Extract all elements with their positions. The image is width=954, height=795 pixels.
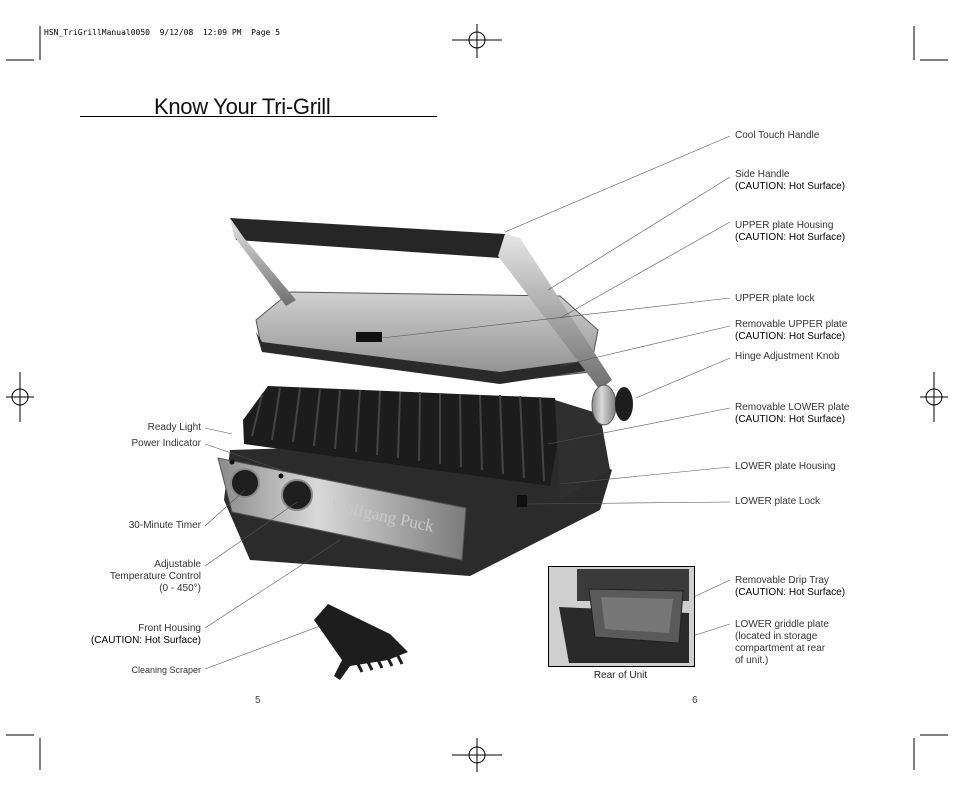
label-text: Front Housing [138, 623, 201, 634]
page-number-left: 5 [255, 695, 261, 706]
power-indicator [278, 473, 284, 479]
label-text: Temperature Control [109, 571, 201, 582]
label-lower-griddle-plate: LOWER griddle plate (located in storage … [735, 619, 829, 667]
label-cleaning-scraper: Cleaning Scraper [131, 664, 201, 676]
leader-lines [204, 135, 731, 670]
page-title: Know Your Tri-Grill [154, 94, 331, 119]
lower-plate-housing [555, 400, 610, 500]
label-ready-light: Ready Light [148, 422, 201, 434]
label-removable-upper-plate: Removable UPPER plate (CAUTION: Hot Surf… [735, 319, 847, 343]
label-caution: (CAUTION: Hot Surface) [735, 232, 846, 243]
label-text: Power Indicator [131, 438, 201, 449]
side-handle-right [498, 234, 612, 390]
label-upper-plate-housing: UPPER plate Housing (CAUTION: Hot Surfac… [735, 220, 845, 244]
label-caution: (CAUTION: Hot Surface) [90, 635, 201, 646]
rear-of-unit-photo [548, 566, 695, 667]
upper-plate [256, 332, 592, 384]
label-upper-plate-lock: UPPER plate lock [735, 293, 814, 305]
side-handle-left [230, 218, 296, 306]
label-removable-drip-tray: Removable Drip Tray (CAUTION: Hot Surfac… [735, 575, 845, 599]
label-text: Side Handle [735, 169, 790, 180]
ready-light [229, 459, 235, 465]
label-30-minute-timer: 30-Minute Timer [129, 520, 201, 532]
title-underline [80, 116, 437, 117]
label-caution: (CAUTION: Hot Surface) [735, 181, 846, 192]
rear-caption: Rear of Unit [593, 670, 648, 681]
label-text: LOWER plate Lock [735, 496, 821, 507]
label-hinge-adjustment-knob: Hinge Adjustment Knob [735, 351, 840, 363]
label-text: Adjustable [154, 559, 201, 570]
label-text: 30-Minute Timer [128, 520, 201, 531]
cool-touch-handle [230, 218, 505, 258]
label-text: compartment at rear [735, 643, 826, 654]
label-front-housing: Front Housing (CAUTION: Hot Surface) [91, 623, 201, 647]
label-lower-plate-housing: LOWER plate Housing [735, 461, 836, 473]
label-caution: (CAUTION: Hot Surface) [735, 414, 846, 425]
page-number-right: 6 [692, 695, 698, 706]
rear-unit-illustration [549, 567, 694, 666]
label-text: Removable LOWER plate [735, 402, 850, 413]
label-text: Removable UPPER plate [735, 319, 848, 330]
label-power-indicator: Power Indicator [132, 438, 201, 450]
label-caution: (CAUTION: Hot Surface) [735, 587, 846, 598]
cleaning-scraper [314, 604, 408, 680]
label-lower-plate-lock: LOWER plate Lock [735, 496, 820, 508]
label-temperature-control: Adjustable Temperature Control (0 - 450°… [110, 559, 201, 595]
print-slug: HSN_TriGrillManual0050 9/12/08 12:09 PM … [44, 28, 281, 37]
lower-plate-lock [517, 495, 527, 507]
label-text: UPPER plate lock [735, 293, 815, 304]
label-cool-touch-handle: Cool Touch Handle [735, 130, 819, 142]
label-text: Hinge Adjustment Knob [735, 351, 840, 362]
temperature-knob [281, 479, 313, 511]
front-housing [217, 457, 467, 561]
label-side-handle: Side Handle (CAUTION: Hot Surface) [735, 169, 845, 193]
label-text: (0 - 450°) [159, 583, 201, 594]
label-text: of unit.) [735, 655, 769, 666]
hinge-adjustment-knob [591, 384, 617, 426]
label-removable-lower-plate: Removable LOWER plate (CAUTION: Hot Surf… [735, 402, 850, 426]
label-text: LOWER griddle plate [735, 619, 829, 630]
label-text: Ready Light [147, 422, 201, 433]
label-text: LOWER plate Housing [735, 461, 836, 472]
label-text: Cool Touch Handle [735, 130, 820, 141]
timer-knob [230, 468, 260, 498]
label-text: Cleaning Scraper [131, 665, 201, 675]
label-caution: (CAUTION: Hot Surface) [735, 331, 846, 342]
hinge-knob-grip [615, 387, 633, 421]
label-text: (located in storage [735, 631, 818, 642]
drip-tray-well [601, 597, 673, 633]
upper-plate-lock [356, 332, 382, 342]
label-text: Removable Drip Tray [735, 575, 829, 586]
label-text: UPPER plate Housing [735, 220, 834, 231]
